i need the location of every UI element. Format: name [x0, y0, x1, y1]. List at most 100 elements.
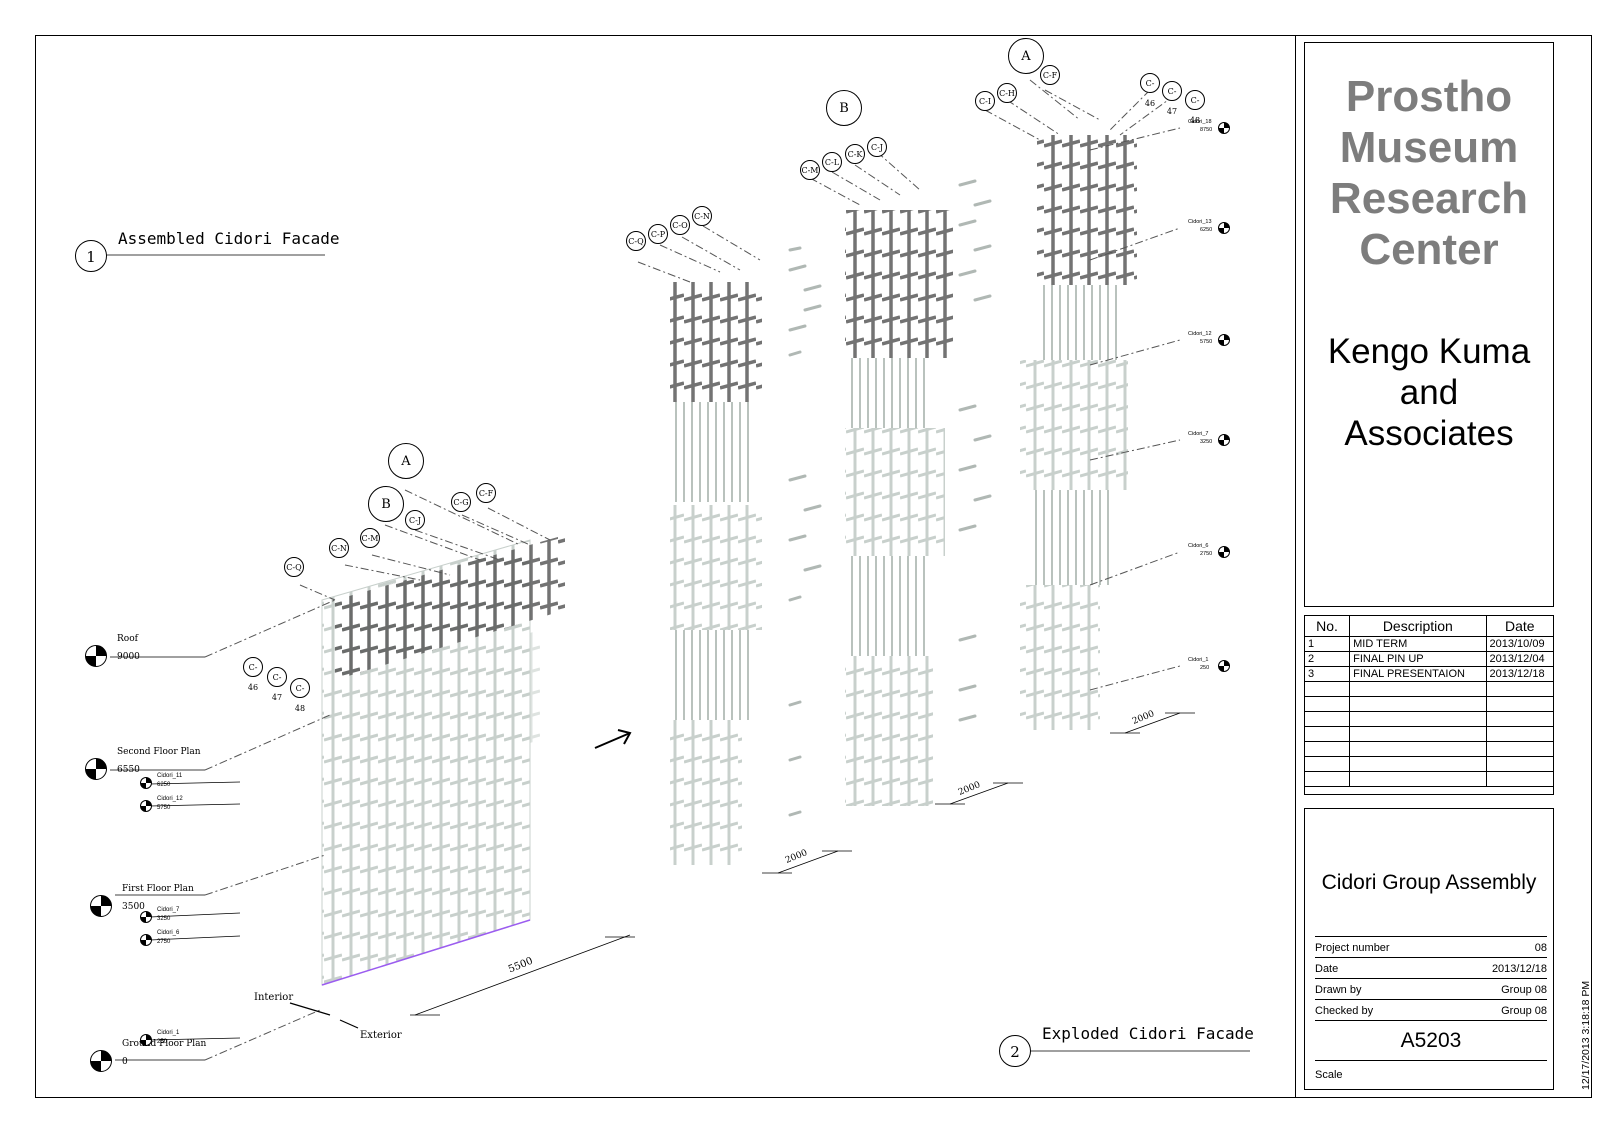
interior-exterior-arrows	[289, 1002, 359, 1029]
revision-cell	[1486, 711, 1553, 727]
level-marker-icon	[140, 934, 152, 946]
revision-cell: 2013/12/04	[1486, 651, 1553, 667]
sheet-number: A5203	[1400, 1029, 1462, 1052]
revision-header-0: No.	[1305, 616, 1351, 637]
print-timestamp: 12/17/2013 3:18:18 PM	[1580, 980, 1592, 1090]
view1-number-bubble: 1	[75, 240, 107, 272]
sublevel-name: Cidori_11	[157, 773, 183, 779]
project-name-line: Research	[1329, 174, 1529, 223]
project-name-line: Museum	[1339, 123, 1519, 172]
level-marker-icon	[1218, 434, 1230, 446]
project-name-line: Center	[1359, 225, 1499, 274]
revision-cell	[1349, 756, 1487, 772]
level-marker-icon	[1218, 222, 1230, 234]
sheet-info-box: Cidori Group Assembly Project number 08 …	[1304, 808, 1554, 1090]
level-marker-elevation: 8750	[1200, 127, 1213, 133]
revision-cell	[1305, 741, 1351, 757]
revision-row	[1305, 711, 1553, 727]
level-marker-elevation: 6250	[1200, 227, 1213, 233]
level-name: First Floor Plan	[122, 884, 194, 894]
level-marker-icon	[1218, 546, 1230, 558]
view2-number-bubble: 2	[999, 1035, 1031, 1067]
column-tag: C-I	[975, 91, 995, 111]
revision-cell: 3	[1305, 666, 1351, 682]
level-marker-icon	[140, 800, 152, 812]
column-tag: C-H	[997, 83, 1017, 103]
sublevel-elevation: 250	[157, 1039, 168, 1045]
date-row: Date 2013/12/18	[1315, 957, 1547, 979]
column-tag: C-47	[267, 667, 287, 702]
date-value: 2013/12/18	[1491, 962, 1547, 975]
project-number-row: Project number 08	[1315, 936, 1547, 958]
drawn-by-label: Drawn by	[1315, 983, 1362, 996]
column-tag: C-48	[290, 678, 310, 713]
revision-cell	[1486, 696, 1553, 712]
view2-leaders	[637, 79, 1181, 691]
revision-row	[1305, 726, 1553, 742]
exploded-facade-right	[1020, 135, 1137, 730]
level-marker-icon	[1218, 122, 1230, 134]
firm-name-line: Kengo Kuma	[1327, 332, 1531, 371]
level-marker-icon	[90, 895, 112, 917]
grid-bubble: A	[388, 443, 424, 479]
revision-cell: 1	[1305, 636, 1351, 652]
revision-row	[1305, 681, 1553, 697]
level-marker-elevation: 3250	[1200, 439, 1213, 445]
sheet-number-row: A5203	[1315, 1020, 1547, 1061]
level-marker-icon	[140, 1034, 152, 1046]
project-number-label: Project number	[1315, 941, 1390, 954]
exploded-facade-left	[670, 282, 762, 865]
revision-cell	[1349, 681, 1487, 697]
project-name-line: Prostho	[1345, 72, 1513, 121]
revision-header-1: Description	[1349, 616, 1487, 637]
column-tag: C-P	[648, 224, 668, 244]
view1-title: Assembled Cidori Facade	[118, 229, 340, 248]
revision-cell	[1305, 771, 1351, 787]
column-tag: C-L	[822, 152, 842, 172]
level-marker-icon	[140, 777, 152, 789]
column-tag: C-G	[451, 492, 471, 512]
level-marker-icon	[1218, 660, 1230, 672]
project-number-value: 08	[1534, 941, 1547, 954]
column-tag: C-O	[670, 215, 690, 235]
level-name: Second Floor Plan	[117, 747, 201, 757]
view-title-underlines	[107, 254, 1250, 1052]
column-tag: C-47	[1162, 81, 1182, 116]
view1-leaders	[204, 489, 551, 1061]
sublevel-elevation: 2750	[157, 939, 171, 945]
revision-cell	[1305, 711, 1351, 727]
level-marker-icon	[85, 758, 107, 780]
revision-cell: 2013/10/09	[1486, 636, 1553, 652]
level-elevation: 3500	[122, 902, 145, 912]
revision-row	[1305, 771, 1553, 787]
column-tag: C-M	[800, 160, 820, 180]
revision-cell: FINAL PIN UP	[1349, 651, 1487, 667]
revision-row	[1305, 756, 1553, 772]
revision-cell: 2013/12/18	[1486, 666, 1553, 682]
level-marker-name: Cidori_12	[1188, 331, 1212, 337]
revision-cell	[1486, 681, 1553, 697]
column-tag: C-J	[405, 510, 425, 530]
sheet-name: Cidori Group Assembly	[1321, 871, 1537, 894]
checked-by-label: Checked by	[1315, 1004, 1374, 1017]
revision-cell	[1349, 696, 1487, 712]
column-tag: C-46	[243, 657, 263, 692]
level-marker-name: Cidori_13	[1188, 219, 1212, 225]
level-marker-icon	[90, 1050, 112, 1072]
sublevel-elevation: 5750	[157, 805, 171, 811]
level-marker-icon	[85, 645, 107, 667]
level-marker-icon	[1218, 334, 1230, 346]
sublevel-name: Cidori_6	[157, 930, 180, 936]
grid-bubble: B	[368, 486, 404, 522]
level-marker-elevation: 2750	[1200, 551, 1213, 557]
revision-cell	[1349, 771, 1487, 787]
grid-bubble: B	[826, 90, 862, 126]
revision-cell	[1349, 726, 1487, 742]
checked-by-row: Checked by Group 08	[1315, 999, 1547, 1021]
